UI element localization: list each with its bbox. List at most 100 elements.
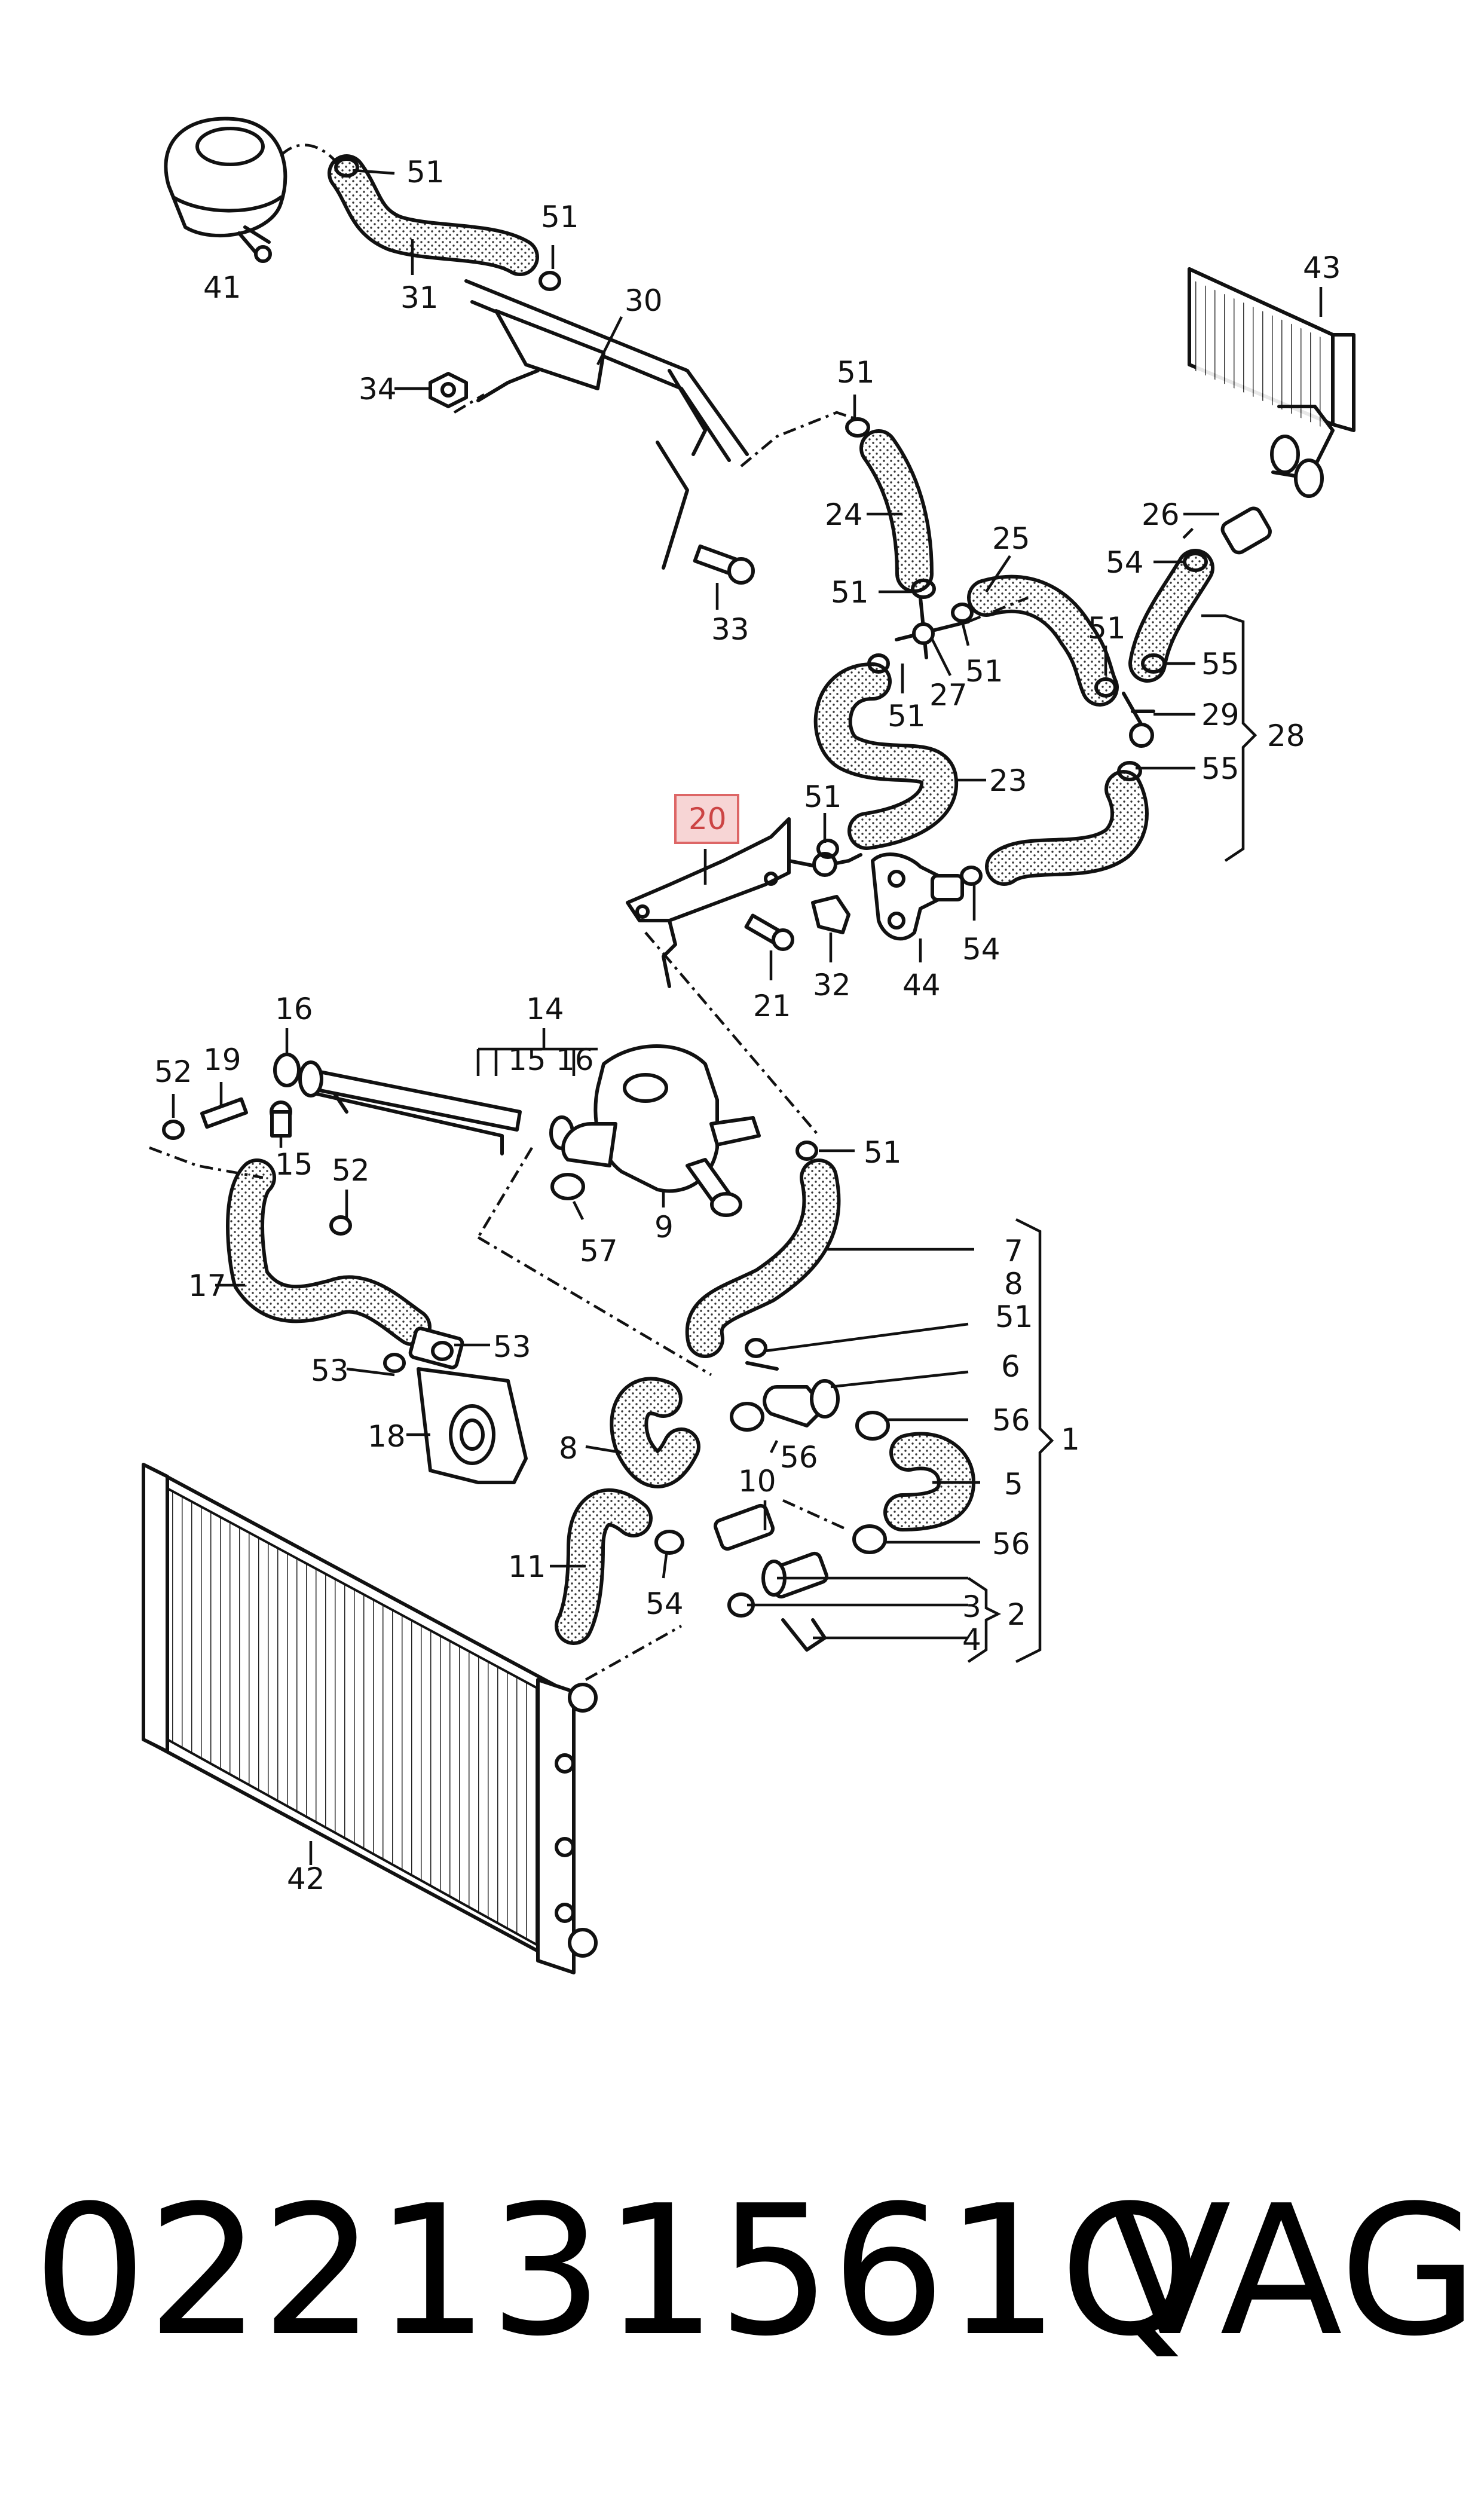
hose-lower-28	[985, 770, 1149, 886]
connector-6	[745, 1361, 840, 1427]
callout-53: 53	[493, 1329, 531, 1364]
callout-51: 51	[965, 654, 1003, 689]
callout-16: 16	[556, 1043, 594, 1077]
callout-53: 53	[311, 1353, 349, 1388]
connector-27	[895, 596, 970, 659]
callout-10: 10	[738, 1464, 776, 1499]
callout-3: 3	[962, 1589, 981, 1624]
callout-26: 26	[1142, 497, 1180, 532]
callout-17: 17	[188, 1268, 227, 1303]
callout-52: 52	[332, 1153, 370, 1188]
bolt-19	[200, 1097, 248, 1129]
callout-51: 51	[864, 1135, 902, 1170]
clip-4	[781, 1618, 827, 1652]
thermostat-housing-9	[561, 1044, 761, 1217]
hose-upper-28	[1128, 549, 1214, 683]
flange-44	[871, 852, 964, 941]
group-brackets	[967, 614, 1257, 1664]
callout-51: 51	[831, 575, 869, 610]
callout-41: 41	[203, 270, 241, 305]
callout-23: 23	[989, 763, 1027, 798]
callout-32: 32	[813, 968, 851, 1002]
callout-54: 54	[1106, 545, 1144, 580]
expansion-tank	[164, 117, 287, 263]
brand-label: VAG	[1109, 2167, 1479, 2376]
connection-lines	[149, 393, 1197, 1681]
callout-51: 51	[995, 1300, 1033, 1334]
callout-25: 25	[992, 521, 1030, 556]
callout-1: 1	[1061, 1422, 1080, 1457]
callout-28: 28	[1267, 719, 1305, 753]
callout-8: 8	[1004, 1267, 1023, 1301]
callout-57: 57	[580, 1234, 618, 1268]
callout-54: 54	[962, 932, 1000, 967]
part-number: 022131561Q	[33, 2167, 1201, 2376]
hose-31	[280, 143, 539, 276]
callout-31: 31	[400, 280, 439, 315]
callout-51: 51	[541, 200, 579, 234]
callout-29: 29	[1201, 698, 1240, 732]
callout-44: 44	[902, 968, 941, 1002]
callout-33: 33	[711, 612, 749, 647]
bolt-15	[270, 1100, 292, 1138]
callout-51: 51	[804, 779, 842, 814]
clamp-57	[550, 1173, 585, 1200]
leader-lines	[172, 169, 1323, 1865]
callout-4: 4	[962, 1622, 981, 1657]
callout-18: 18	[368, 1419, 406, 1454]
hose-clamps	[162, 157, 1208, 1555]
callout-24: 24	[825, 497, 863, 532]
callout-21: 21	[753, 989, 791, 1023]
callout-19: 19	[203, 1043, 241, 1077]
callout-11: 11	[508, 1549, 546, 1584]
hose-7	[685, 1158, 841, 1358]
hose-17	[226, 1158, 432, 1346]
callout-56: 56	[992, 1403, 1030, 1438]
radiator-42	[142, 1463, 598, 1974]
clip-32	[811, 895, 850, 934]
callout-55: 55	[1201, 751, 1240, 786]
callout-30: 30	[625, 283, 663, 318]
callout-6: 6	[1001, 1349, 1020, 1384]
callout-51: 51	[1088, 611, 1126, 646]
callout-51: 51	[406, 155, 445, 189]
callout-9: 9	[654, 1210, 674, 1245]
callout-27: 27	[929, 678, 968, 713]
callout-15: 15	[508, 1043, 546, 1077]
hose-8	[610, 1377, 700, 1488]
callout-16: 16	[275, 992, 313, 1026]
callout-43: 43	[1303, 250, 1341, 285]
callout-34: 34	[359, 372, 397, 406]
callout-15: 15	[275, 1147, 313, 1182]
connector-29	[1122, 692, 1155, 748]
footer: 022131561Q VAG	[0, 2176, 1484, 2367]
hose-24	[859, 429, 934, 593]
nut-34	[429, 372, 468, 408]
bolt-33	[693, 544, 755, 585]
callout-42: 42	[287, 1861, 325, 1896]
callout-5: 5	[1004, 1467, 1023, 1502]
bolt-21	[744, 913, 794, 951]
hose-25	[967, 574, 1119, 707]
thermostat-10	[713, 1503, 829, 1599]
callout-52: 52	[154, 1054, 192, 1089]
hose-11	[555, 1488, 653, 1645]
callout-8: 8	[559, 1431, 578, 1466]
callout-2: 2	[1007, 1597, 1026, 1632]
callout-55: 55	[1201, 647, 1240, 681]
callout-51: 51	[888, 699, 926, 733]
hose-23	[813, 662, 958, 850]
callout-7: 7	[1004, 1234, 1023, 1268]
callout-labels: 41 31 51 51 30 34 33 43 51 24 26 54 25 5…	[154, 155, 1341, 1896]
connector-26	[1220, 506, 1272, 555]
highlight-box-20	[674, 794, 739, 844]
callout-51: 51	[837, 355, 875, 390]
coolant-pipe-30	[464, 279, 749, 570]
callout-56: 56	[780, 1440, 818, 1475]
pipe-15	[298, 1060, 522, 1155]
bracket-20	[626, 817, 862, 988]
callout-56: 56	[992, 1527, 1030, 1561]
callout-14: 14	[526, 992, 564, 1026]
heater-core-43	[1188, 267, 1356, 498]
